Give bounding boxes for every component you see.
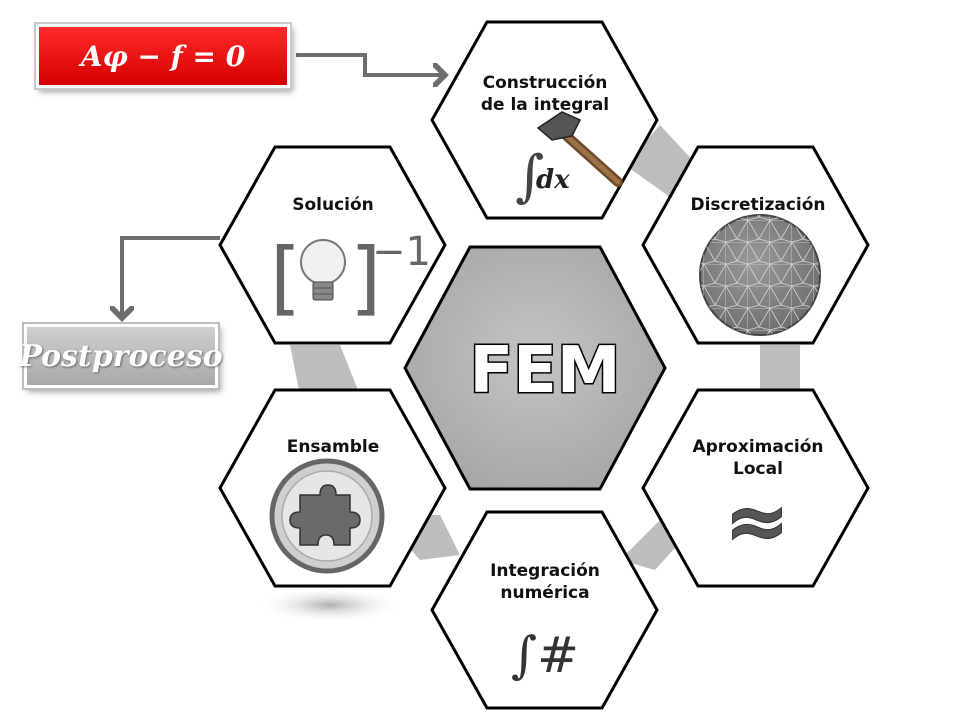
integral-hash-symbol: ∫# xyxy=(511,626,579,684)
discretizacion-line-1: Discretización xyxy=(690,195,826,215)
ensamble-line-1: Ensamble xyxy=(286,437,380,457)
hammer-icon xyxy=(536,111,623,187)
arrow-solucion-to-postproceso xyxy=(122,236,220,318)
node-discretizacion-label: Discretización xyxy=(673,194,843,216)
integral-symbol: ∫ xyxy=(515,144,544,209)
mesh-disc-icon xyxy=(699,214,821,336)
approx-symbol: ≈ xyxy=(724,477,789,567)
left-bracket: [ xyxy=(270,231,301,324)
light-bulb-icon xyxy=(300,239,346,301)
center-hexagon xyxy=(403,245,667,491)
postproceso-banner: Postproceso xyxy=(19,324,223,388)
aproximacion-line-1: Aproximación xyxy=(692,437,824,457)
node-aproximacion-label: Aproximación Local xyxy=(673,436,843,480)
solucion-line-1: Solución xyxy=(292,195,374,215)
dx-symbol: dx xyxy=(536,165,570,195)
right-bracket: ] xyxy=(350,231,381,324)
hex-integracion xyxy=(430,510,659,710)
node-ensamble-label: Ensamble xyxy=(250,436,416,458)
node-integracion-label: Integración numérica xyxy=(462,560,628,604)
connector-discretizacion-aproximacion xyxy=(760,345,800,395)
center-label: FEM xyxy=(469,334,620,408)
construccion-line-2: de la integral xyxy=(480,95,610,115)
inverse-exponent: −1 xyxy=(372,229,431,275)
equation-text: Aφ − f = 0 xyxy=(80,39,246,73)
node-construccion-label: Construcción de la integral xyxy=(462,72,628,116)
postproceso-text: Postproceso xyxy=(19,338,223,374)
puzzle-icon xyxy=(269,458,385,574)
node-solucion-label: Solución xyxy=(250,194,416,216)
aproximacion-line-2: Local xyxy=(733,459,783,479)
shadow xyxy=(255,587,405,623)
hex-aproximacion xyxy=(641,388,870,588)
integracion-line-1: Integración xyxy=(490,561,600,581)
connector-ensamble-solucion xyxy=(290,345,360,395)
construccion-line-1: Construcción xyxy=(482,73,608,93)
equation-banner: Aφ − f = 0 xyxy=(36,24,290,88)
integracion-line-2: numérica xyxy=(500,583,590,603)
arrow-equation-to-construccion xyxy=(296,53,445,75)
